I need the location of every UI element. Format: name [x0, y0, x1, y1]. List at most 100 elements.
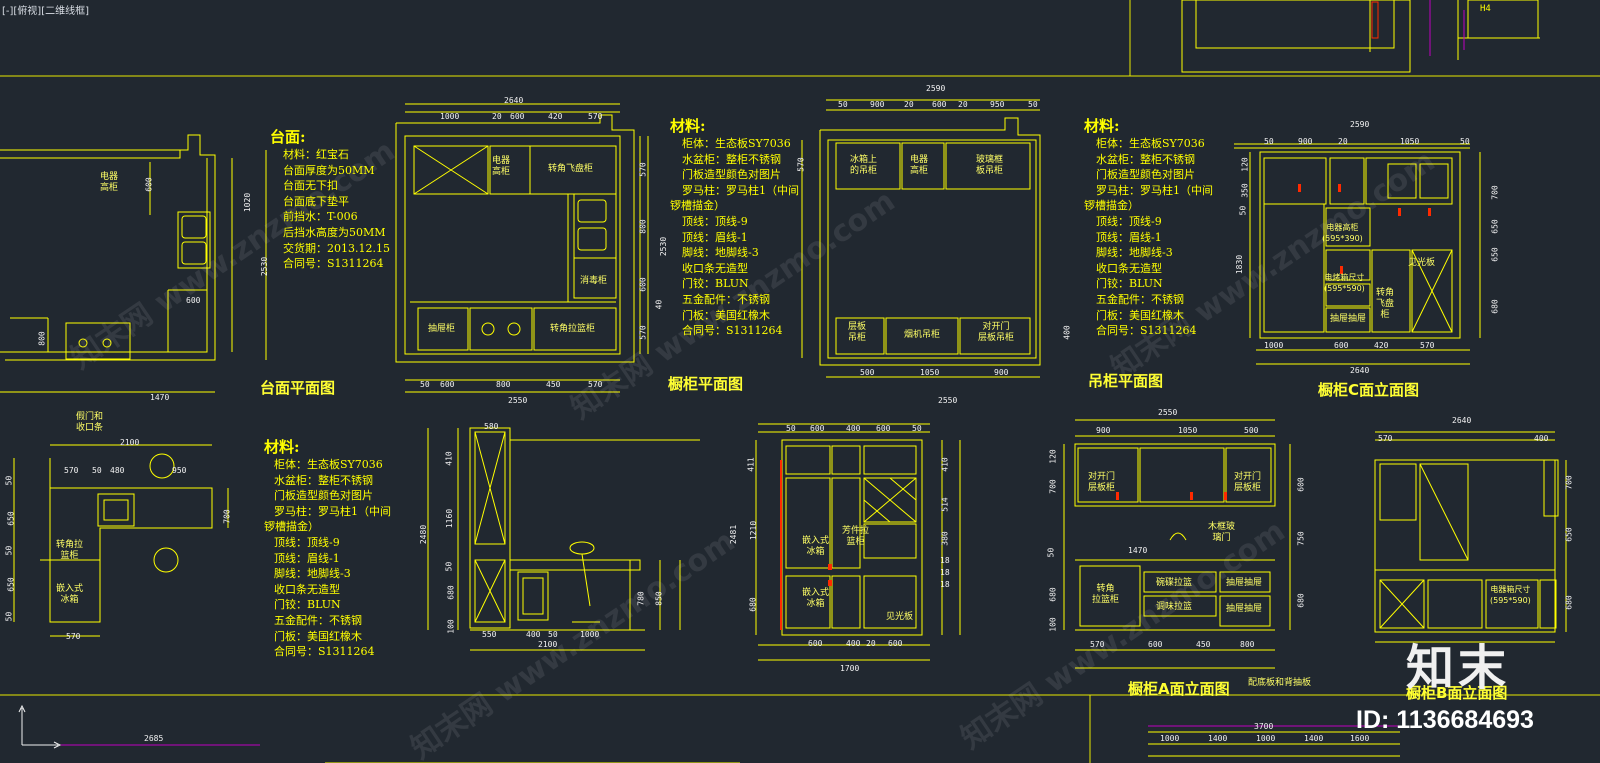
dimension: 1830	[1235, 254, 1245, 275]
note-line: 收口条无造型	[274, 582, 340, 596]
dimension: 600	[876, 424, 891, 433]
dimension: 18	[940, 568, 950, 577]
label-double-door-wall-cabinet: 对开门 层板吊柜	[978, 322, 1015, 343]
dimension: 1000	[1256, 734, 1276, 743]
note-line: 后挡水高度为50MM	[283, 225, 386, 239]
dimension: 2640	[504, 96, 524, 105]
dimension: 100	[1048, 617, 1058, 632]
dimension: 20	[1338, 137, 1348, 146]
dimension: 410	[444, 451, 454, 466]
label-built-in-fridge: 嵌入式 冰箱	[56, 584, 84, 605]
dimension: 50	[420, 380, 430, 389]
dimension: 680	[748, 597, 758, 612]
label-appliance-tall-cabinet: 电器 高柜	[492, 156, 511, 177]
label-drawer: 抽屉抽屉	[1226, 578, 1263, 588]
dimension: 680	[1564, 595, 1574, 610]
dimension: 570	[638, 162, 648, 177]
label-base-note: 配底板和背抽板	[1248, 678, 1312, 688]
label-microwave-size: 电烤箱尺寸 (595*590)	[1324, 273, 1365, 293]
label-fridge-wall-cabinet: 冰箱上 的吊柜	[850, 155, 878, 176]
dimension: 1000	[1160, 734, 1180, 743]
dimension: 450	[546, 380, 561, 389]
dimension: 50	[444, 561, 454, 572]
label-appliance-tall-cabinet: 电器 高柜	[910, 155, 929, 176]
dimension: 800	[1240, 640, 1255, 649]
dimension: 514	[940, 497, 950, 512]
note-line: 合同号：S1311264	[283, 257, 384, 271]
label-built-in-fridge: 嵌入式 冰箱	[802, 588, 830, 609]
dimension: 800	[496, 380, 511, 389]
note-line: 顶线：顶线-9	[274, 535, 340, 549]
dimension: 50	[92, 466, 102, 475]
dimension: 50	[838, 100, 848, 109]
dimension: 900	[994, 368, 1009, 377]
dimension: 2550	[508, 396, 528, 405]
dimension: 700	[1564, 475, 1574, 490]
note-line: 脚线：地脚线-3	[682, 246, 759, 260]
dimension: 680	[1490, 299, 1500, 314]
dimension: 650	[6, 577, 16, 592]
dimension: 2640	[1452, 416, 1472, 425]
note-line: 脚线：地脚线-3	[274, 567, 351, 581]
viewport-label[interactable]: [-][俯视][二维线框]	[2, 6, 90, 17]
dimension: 600	[1148, 640, 1163, 649]
label-disinfect-cabinet: 消毒柜	[580, 276, 608, 286]
dimension: 50	[1264, 137, 1274, 146]
dimension: 650	[1490, 219, 1500, 234]
note-line: 水盆柜：整柜不锈钢	[682, 152, 781, 166]
dimension: 380	[940, 531, 950, 546]
dimension: 1050	[920, 368, 940, 377]
note-line: 交货期：2013.12.15	[283, 241, 390, 255]
dimension: 3700	[1254, 722, 1274, 731]
dimension: 900	[1298, 137, 1313, 146]
note-line: 顶线：眉线-1	[1096, 230, 1162, 244]
dimension: 680	[1296, 593, 1306, 608]
dimension: 411	[746, 457, 756, 472]
note-line: 门板：美国红橡木	[274, 629, 362, 643]
note-line: 门板造型颜色对图片	[682, 168, 781, 182]
dimension: 600	[186, 296, 201, 305]
label-appliance-tall-cabinet: 电器 高柜	[100, 172, 119, 193]
dimension: 580	[484, 422, 499, 431]
dimension: 20	[492, 112, 502, 121]
note-line: 门板造型颜色对图片	[1096, 168, 1195, 182]
note-line: 门铰：BLUN	[274, 598, 341, 612]
dimension: 1470	[1128, 546, 1148, 555]
top-strip-label: H4	[1480, 4, 1491, 14]
note-line: 柜体：生态板SY7036	[274, 458, 383, 471]
notes-heading: 材料:	[1084, 117, 1120, 135]
dimension: 700	[1490, 185, 1500, 200]
dimension: 1020	[243, 192, 253, 213]
dimension: 20	[866, 639, 876, 648]
note-line: 台面厚度为50MM	[283, 163, 375, 177]
dimension: 570	[64, 466, 79, 475]
note-line: 锣槽描金）	[1084, 199, 1139, 213]
note-line: 罗马柱：罗马柱1（中间	[1096, 183, 1213, 197]
label-drawer-cabinet: 抽屉柜	[428, 324, 456, 334]
note-line: 门板：美国红橡木	[1096, 308, 1184, 322]
dimension: 2530	[260, 256, 270, 277]
note-line: 材料：红宝石	[283, 148, 349, 161]
label-corner-fly-cabinet: 转角 飞盘 柜	[1376, 288, 1395, 320]
dimension: 1050	[1400, 137, 1420, 146]
dimension: 1160	[445, 508, 455, 529]
title-cabinet-a-elevation: 橱柜A面立面图	[1128, 680, 1230, 698]
title-cabinet-b-elevation: 橱柜B面立面图	[1406, 684, 1508, 702]
dimension: 950	[172, 466, 187, 475]
brand-logo: 知末	[1406, 640, 1511, 696]
dimension: 120	[1240, 157, 1250, 172]
dimension: 1700	[840, 664, 860, 673]
dimension: 650	[1490, 247, 1500, 262]
label-oven-cabinet: 电器高柜 (595*390)	[1322, 223, 1363, 243]
dimension: 800	[37, 331, 47, 346]
note-line: 顶线：眉线-1	[274, 551, 340, 565]
dimension: 500	[1244, 426, 1259, 435]
dimension: 2550	[938, 396, 958, 405]
note-line: 合同号：S1311264	[682, 324, 783, 338]
dimension: 50	[4, 475, 14, 486]
label-built-in-fridge: 嵌入式 冰箱	[802, 536, 830, 557]
note-line: 水盆柜：整柜不锈钢	[1096, 152, 1195, 166]
title-wall-cabinet-plan: 吊柜平面图	[1088, 372, 1164, 390]
dimension: 50	[4, 611, 14, 622]
